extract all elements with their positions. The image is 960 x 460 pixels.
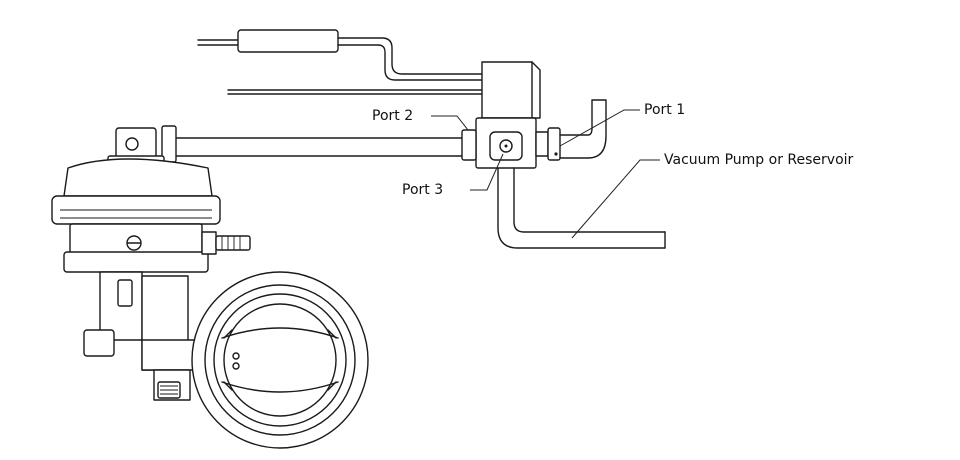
port-3-hose bbox=[497, 167, 666, 249]
vacuum-leader bbox=[571, 159, 660, 239]
inline-filter bbox=[237, 29, 339, 53]
port-3-leader bbox=[470, 153, 504, 191]
port-1-leader bbox=[559, 109, 640, 147]
upper-vacuum-hose bbox=[197, 29, 483, 81]
port-2-leader bbox=[431, 115, 469, 131]
valve-bracket bbox=[83, 271, 203, 401]
port-2-fitting bbox=[461, 129, 477, 161]
leader-lines bbox=[431, 109, 660, 239]
port-1-label: Port 1 bbox=[644, 102, 685, 118]
butterfly-valve bbox=[191, 271, 369, 449]
electrical-lead bbox=[227, 89, 483, 95]
solenoid-valve bbox=[475, 61, 541, 169]
port-3-label: Port 3 bbox=[402, 182, 443, 198]
port-2-line bbox=[161, 125, 477, 163]
port-2-label: Port 2 bbox=[372, 108, 413, 124]
port-1-fitting bbox=[535, 99, 607, 161]
vacuum-actuator bbox=[51, 127, 251, 273]
vacuum-source-label: Vacuum Pump or Reservoir bbox=[664, 152, 854, 168]
